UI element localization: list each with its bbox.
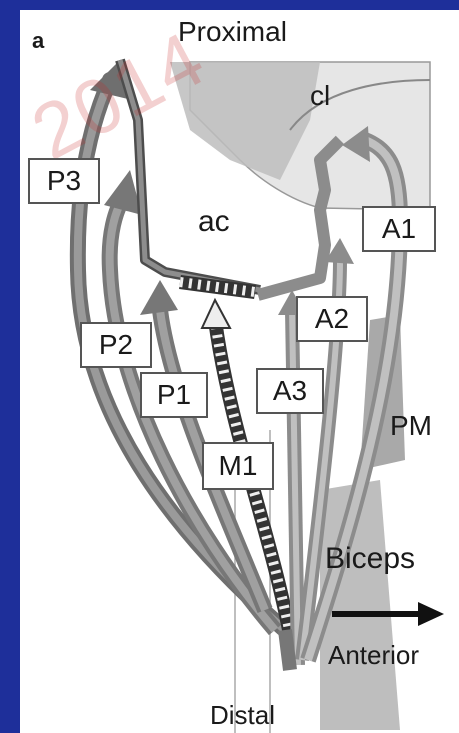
proximal-label: Proximal (178, 16, 287, 48)
cl-label: cl (310, 80, 330, 112)
distal-stem (285, 630, 290, 670)
pm-label: PM (390, 410, 432, 442)
anterior-label: Anterior (328, 640, 419, 671)
ac-label: ac (198, 205, 230, 239)
distal-label: Distal (210, 700, 275, 731)
p1-arrowhead (140, 280, 178, 315)
m1-arrowhead (202, 300, 230, 328)
box-a2: A2 (296, 296, 368, 342)
panel-letter: a (32, 28, 44, 54)
box-a1: A1 (362, 206, 436, 252)
biceps-label: Biceps (325, 542, 415, 576)
box-a3: A3 (256, 368, 324, 414)
box-m1: M1 (202, 442, 274, 490)
box-p3: P3 (28, 158, 100, 204)
box-p2: P2 (80, 322, 152, 368)
anterior-arrowhead (418, 602, 444, 626)
box-p1: P1 (140, 372, 208, 418)
anatomical-figure: 2014 a Proximal cl ac PM Biceps Anterior… (20, 10, 459, 733)
